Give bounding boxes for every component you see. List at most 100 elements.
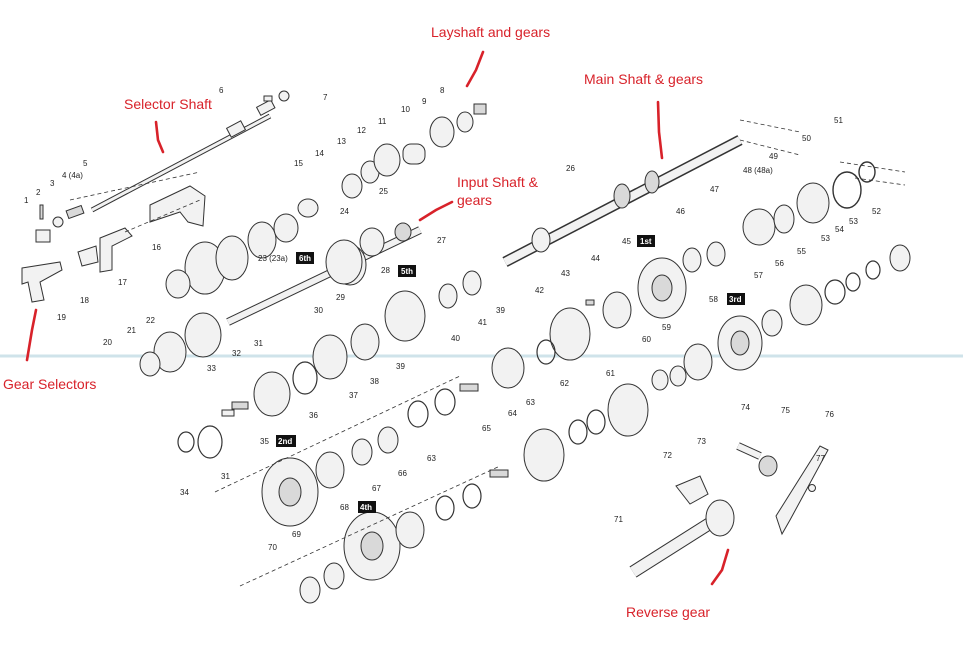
part-76-lever [775, 445, 829, 536]
part-number: 38 [370, 377, 379, 386]
part-number: 55 [797, 247, 806, 256]
part-number: 14 [315, 149, 324, 158]
part-number: 27 [437, 236, 446, 245]
part-number: 65 [482, 424, 491, 433]
part-number: 5 [83, 159, 88, 168]
part-29-ring [350, 323, 380, 361]
layshaft-gear-cluster-b [215, 235, 249, 281]
selector-guide-line [69, 171, 201, 201]
part-number: 72 [663, 451, 672, 460]
main-shaft-arrow [656, 100, 664, 160]
badge-2nd: 2nd [278, 437, 292, 446]
selector-shaft-group [21, 90, 290, 303]
part-1-block [35, 229, 51, 243]
selector-fork-main [149, 185, 206, 227]
main-shaft-guide-right [839, 161, 906, 186]
part-number: 24 [340, 207, 349, 216]
part-number: 64 [508, 409, 517, 418]
part-number: 31 [221, 472, 230, 481]
callout-labels: Layshaft and gears Main Shaft & gears Se… [3, 24, 710, 620]
part-number: 12 [357, 126, 366, 135]
part-14-ring [341, 173, 363, 199]
part-number: 21 [127, 326, 136, 335]
callout-gear-selectors: Gear Selectors [3, 376, 96, 392]
part-number: 26 [566, 164, 575, 173]
part-number: 77 [816, 454, 825, 463]
part-number: 19 [57, 313, 66, 322]
part-50-circlip [832, 171, 862, 209]
part-number: 49 [769, 152, 778, 161]
part-number: 32 [232, 349, 241, 358]
part-number: 71 [614, 515, 623, 524]
part-number: 11 [378, 117, 387, 126]
main-shaft-splines-2 [644, 170, 660, 194]
part-number: 56 [775, 259, 784, 268]
part-40-key [459, 383, 479, 392]
gear-2nd-hub [278, 477, 302, 507]
part-number: 41 [478, 318, 487, 327]
part-number: 45 [622, 237, 631, 246]
part-number: 22 [146, 316, 155, 325]
part-number: 9 [422, 97, 427, 106]
part-number: 46 [676, 207, 685, 216]
part-number: 62 [560, 379, 569, 388]
main-shaft-group [502, 119, 911, 337]
part-number: 15 [294, 159, 303, 168]
part-52-bearing [889, 244, 911, 272]
part-number: 51 [834, 116, 843, 125]
part-number: 40 [451, 334, 460, 343]
part-number: 54 [835, 225, 844, 234]
part-number: 44 [591, 254, 600, 263]
part-73-reverse-gear [705, 499, 735, 537]
part-25-bearing [394, 222, 412, 242]
badge-5th: 5th [401, 267, 413, 276]
part-7-pin [278, 90, 290, 102]
main-shaft-splines [613, 183, 631, 209]
part-32-gear [253, 371, 291, 417]
input-shaft-arrow [418, 200, 454, 222]
part-24-bearing [359, 227, 385, 257]
part-48-ring [773, 204, 795, 234]
part-number: 13 [337, 137, 346, 146]
gear-5th [384, 290, 426, 342]
part-36-ring [315, 451, 345, 489]
selector-shaft-collar [225, 120, 247, 138]
badge-6th-bg [296, 252, 314, 264]
part-number: 7 [323, 93, 328, 102]
part-56-bearing [789, 284, 823, 326]
part-59-ring [683, 343, 713, 381]
part-number: 74 [741, 403, 750, 412]
badge-1st: 1st [640, 237, 652, 246]
part-41-hub [491, 347, 525, 389]
part-number: 37 [349, 391, 358, 400]
part-74-pin-highlight [736, 443, 762, 459]
part-31b-clip [197, 425, 223, 459]
reverse-gear-arrow [710, 548, 730, 586]
layshaft-highlight [226, 227, 422, 325]
part-71-shaft-highlight [630, 517, 715, 577]
gear-3rd-hub [730, 330, 750, 356]
badge-4th: 4th [360, 503, 372, 512]
main-shaft-guide [739, 119, 801, 156]
part-number: 23 (23a) [258, 254, 288, 263]
part-number: 34 [180, 488, 189, 497]
part-number: 76 [825, 410, 834, 419]
gear-selector-fork-19 [21, 261, 63, 303]
part-number: 50 [802, 134, 811, 143]
lower-guide-1 [214, 375, 461, 493]
part-72-block [675, 475, 709, 505]
main-shaft-flange [531, 227, 551, 253]
part-10-gear [429, 116, 455, 148]
part-37-bearing-a [351, 438, 373, 466]
part-75-spring [758, 455, 778, 477]
callout-input-shaft-line1: Input Shaft & [457, 174, 539, 190]
layshaft-group [139, 103, 487, 377]
part-66-clip [435, 495, 455, 521]
part-number: 39 [396, 362, 405, 371]
part-2-pin [39, 204, 44, 220]
part-44-ring [602, 291, 632, 329]
part-number: 63 [427, 454, 436, 463]
part-number: 67 [372, 484, 381, 493]
lower-guide-2 [239, 465, 501, 587]
